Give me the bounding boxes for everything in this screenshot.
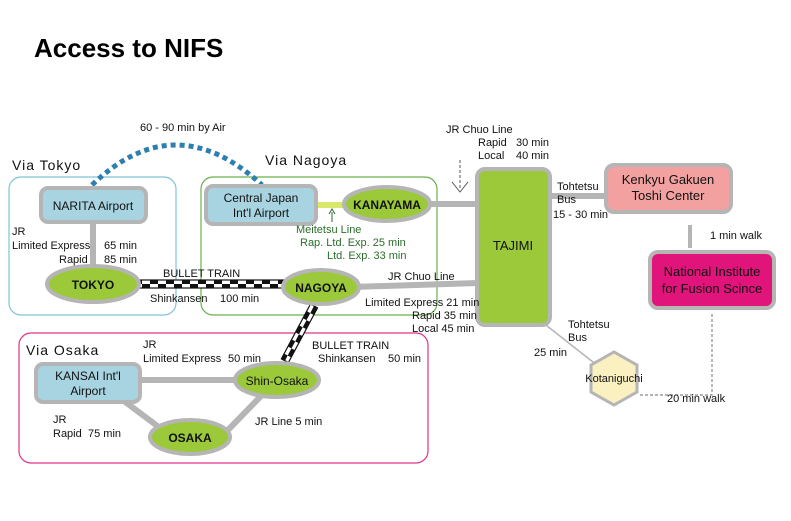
page-title: Access to NIFS	[34, 33, 223, 63]
jr-chuo-mid-label: JR Chuo Line	[388, 271, 455, 283]
tohtetsu-1-time: 15 - 30 min	[553, 209, 608, 221]
region-osaka-box	[18, 332, 429, 464]
jr-osaka-label-1: JR	[143, 339, 157, 351]
meitetsu-arrow-head	[328, 208, 336, 215]
jr-chuo-mid-label-2: Rapid 35 min	[412, 310, 477, 322]
bullet-train-track-1	[133, 279, 291, 289]
shinkansen-label-2: Shinkansen	[318, 353, 376, 365]
centrair-label-line1: Central Japan	[224, 191, 299, 205]
shin-osaka-station-node	[233, 361, 321, 399]
nagoya-station-node	[281, 268, 361, 306]
jr-chuo-top-label-3: Local	[478, 150, 504, 162]
jr-osaka-label-3: JR	[53, 414, 67, 426]
tohtetsu-2-label-b: Bus	[568, 332, 587, 344]
jr-tokyo-label-1: JR	[12, 226, 26, 238]
nifs-label-line1: National Institute	[664, 264, 761, 279]
air-label: 60 - 90 min by Air	[140, 122, 226, 134]
centrair-label-line2: Int'l Airport	[233, 206, 290, 220]
tokyo-station-node	[45, 264, 141, 304]
jr-tokyo-label-2: Limited Express	[12, 240, 91, 252]
shin-osaka-station-label: Shin-Osaka	[246, 374, 309, 388]
jr-osaka-time-4: 75 min	[88, 428, 121, 440]
nifs-node	[648, 250, 776, 310]
region-tokyo-box	[8, 176, 177, 316]
bullet-train-label-1: BULLET TRAIN	[163, 268, 240, 280]
jr-chuo-mid-label-3: Local 45 min	[412, 323, 474, 335]
shinkansen-time-1: 100 min	[220, 293, 259, 305]
region-nagoya-box	[200, 176, 438, 316]
jr-chuo-top-time-3: 40 min	[516, 150, 549, 162]
kansai-label-line2: Airport	[70, 384, 106, 398]
jr-osaka-label-2: Limited Express	[143, 353, 222, 365]
osaka-station-node	[148, 418, 232, 456]
kotaniguchi-node	[589, 350, 639, 407]
line-tajimi-kotaniguchi	[541, 321, 599, 367]
nifs-label-line2: for Fusion Scince	[662, 281, 762, 296]
tohtetsu-2-label-a: Tohtetsu	[568, 319, 610, 331]
centrair-airport-node	[204, 184, 318, 226]
tajimi-station-label: TAJIMI	[493, 238, 533, 253]
region-osaka-title: Via Osaka	[26, 342, 99, 358]
nagoya-station-label: NAGOYA	[295, 281, 347, 295]
tohtetsu-1-label-b: Bus	[557, 194, 576, 206]
shinkansen-label-1: Shinkansen	[150, 293, 208, 305]
tajimi-station-node	[475, 167, 552, 327]
meitetsu-label-2: Rap. Ltd. Exp. 25 min	[300, 237, 406, 249]
narita-airport-node	[39, 186, 148, 224]
kansai-label-line1: KANSAI Int'l	[55, 369, 121, 383]
jr-line-label: JR Line 5 min	[255, 416, 322, 428]
jr-chuo-top-label-1: JR Chuo Line	[446, 124, 513, 136]
jr-chuo-top-time-2: 30 min	[516, 137, 549, 149]
jr-osaka-label-4: Rapid	[53, 428, 82, 440]
kanayama-station-label: KANAYAMA	[353, 198, 421, 212]
jr-tokyo-time-1: 65 min	[104, 240, 137, 252]
walk-1-label: 1 min walk	[710, 230, 762, 242]
bullet-train-label-2: BULLET TRAIN	[312, 340, 389, 352]
kenkyu-label-line1: Kenkyu Gakuen	[622, 172, 715, 187]
region-nagoya-title: Via Nagoya	[265, 152, 347, 168]
line-shinosaka-osaka	[225, 392, 265, 433]
meitetsu-label-1: Meitetsu Line	[296, 224, 361, 236]
jr-chuo-top-label-2: Rapid	[478, 137, 507, 149]
kenkyu-label-line2: Toshi Center	[632, 188, 706, 203]
kanayama-station-node	[342, 185, 432, 223]
walk-20-path	[640, 312, 713, 396]
jr-tokyo-time-2: 85 min	[104, 254, 137, 266]
narita-airport-label: NARITA Airport	[53, 199, 134, 213]
tohtetsu-1-label-a: Tohtetsu	[557, 181, 599, 193]
jr-osaka-time-2: 50 min	[228, 353, 261, 365]
bullet-train-track-2	[280, 303, 319, 364]
region-tokyo-title: Via Tokyo	[12, 157, 81, 173]
jr-tokyo-label-3: Rapid	[59, 254, 88, 266]
meitetsu-label-3: Ltd. Exp. 33 min	[327, 250, 407, 262]
osaka-station-label: OSAKA	[168, 431, 212, 445]
kansai-airport-node	[34, 362, 142, 404]
tohtetsu-2-time: 25 min	[534, 347, 567, 359]
jr-chuo-top-arrow-head	[451, 181, 469, 193]
kenkyu-gakuen-node	[604, 163, 733, 214]
tokyo-station-label: TOKYO	[72, 278, 114, 292]
kotaniguchi-label: Kotaniguchi	[585, 373, 643, 385]
shinkansen-time-2: 50 min	[388, 353, 421, 365]
jr-chuo-mid-label-1: Limited Express 21 min	[365, 297, 479, 309]
air-route-arc	[90, 142, 264, 187]
walk-20-label: 20 min walk	[667, 393, 726, 405]
line-nagoya-tajimi	[351, 280, 479, 290]
